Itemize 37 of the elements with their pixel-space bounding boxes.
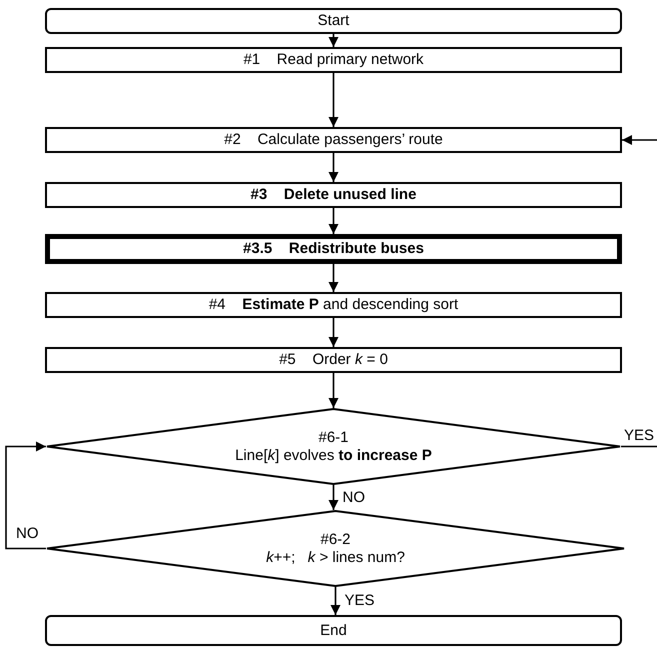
step-text: k++; k > lines num? bbox=[266, 548, 405, 566]
arrow bbox=[328, 208, 338, 234]
terminal-box bbox=[45, 615, 622, 646]
step-number: #6-1 bbox=[318, 428, 349, 446]
step-text: Start bbox=[318, 12, 350, 30]
process-box bbox=[45, 127, 622, 153]
arrow bbox=[328, 73, 338, 127]
edge-label: YES bbox=[623, 426, 656, 444]
process-box bbox=[45, 292, 622, 318]
step-text: Line[k] evolves to increase P bbox=[235, 446, 432, 464]
arrow bbox=[328, 34, 338, 47]
decision-diamond bbox=[46, 510, 625, 587]
step-number: #6-2 bbox=[320, 530, 351, 548]
step-text: #2 Calculate passengers’ route bbox=[224, 131, 443, 149]
step-text: End bbox=[320, 622, 347, 640]
process-box bbox=[45, 347, 622, 373]
arrow bbox=[622, 135, 657, 145]
step-text: #1 Read primary network bbox=[243, 51, 424, 69]
process-box bbox=[45, 182, 622, 208]
step-text: #3.5 Redistribute buses bbox=[243, 240, 424, 258]
edge-label: NO bbox=[342, 488, 366, 506]
step-text: #5 Order k = 0 bbox=[279, 351, 388, 369]
arrow bbox=[328, 318, 338, 347]
terminal-box bbox=[45, 8, 622, 34]
arrow bbox=[5, 442, 46, 550]
arrow bbox=[328, 264, 338, 292]
edge-label: NO bbox=[15, 524, 40, 542]
arrow bbox=[330, 587, 340, 615]
arrow bbox=[328, 485, 338, 510]
step-text: #3 Delete unused line bbox=[250, 186, 416, 204]
line bbox=[621, 446, 657, 448]
step-text: #4 Estimate P and descending sort bbox=[208, 296, 458, 314]
decision-diamond bbox=[46, 408, 621, 485]
process-box bbox=[45, 47, 622, 73]
arrow bbox=[328, 373, 338, 408]
process-box bbox=[45, 234, 622, 264]
arrow bbox=[328, 153, 338, 182]
